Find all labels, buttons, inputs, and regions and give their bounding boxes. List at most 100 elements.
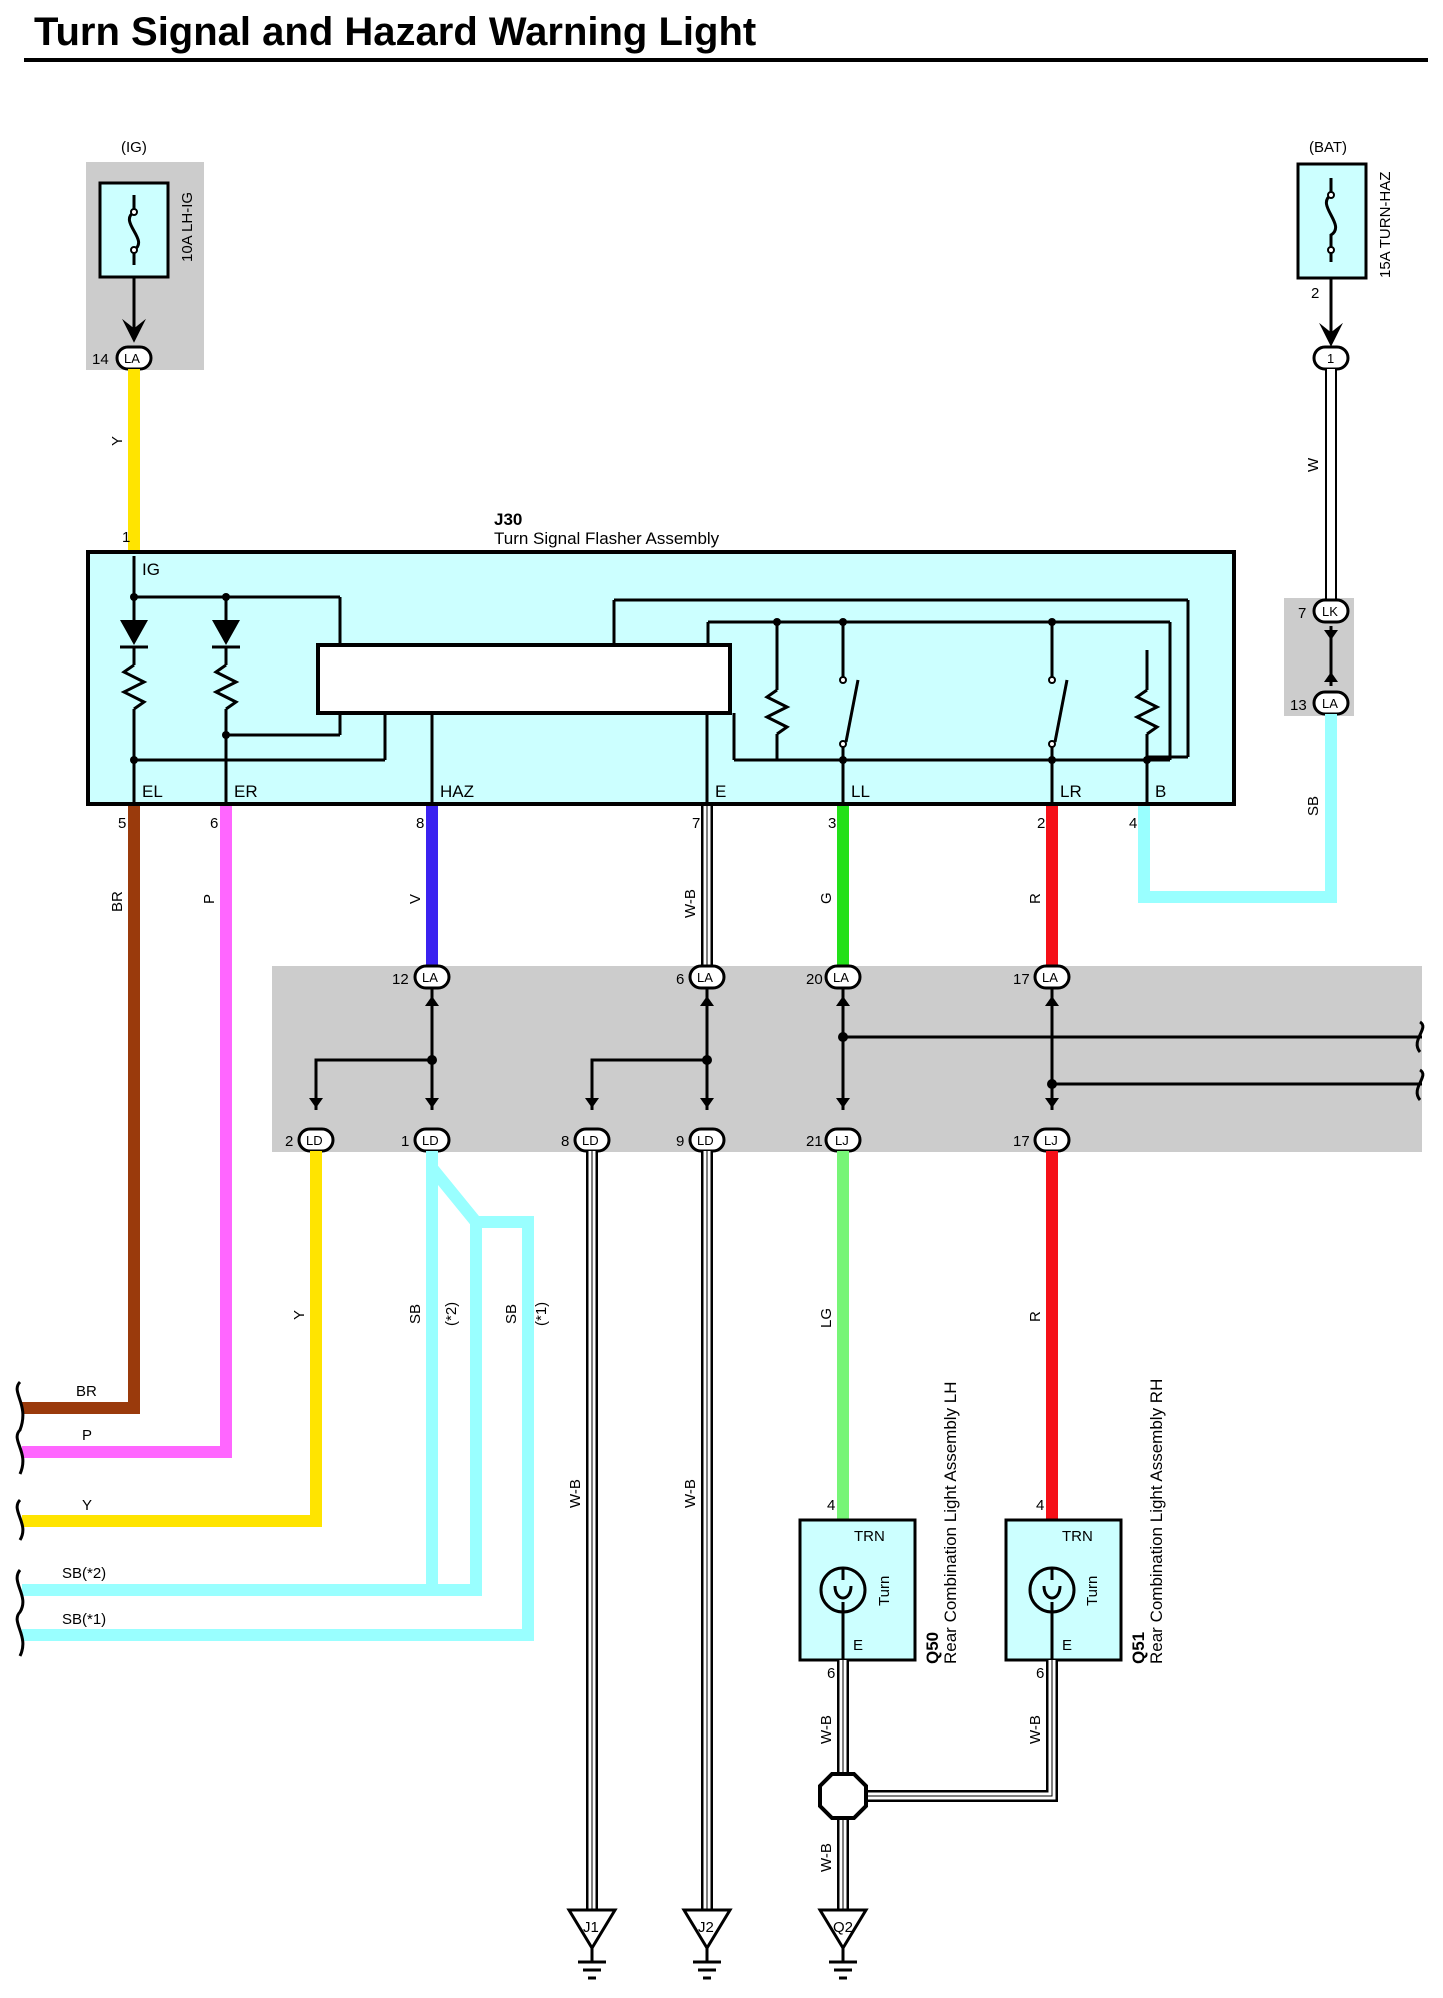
terminal-e: E bbox=[715, 782, 726, 801]
svg-text:Q2: Q2 bbox=[833, 1919, 853, 1936]
lamp-q51-id: Q51 bbox=[1129, 1632, 1148, 1664]
junction-arrows bbox=[309, 996, 1059, 1108]
flasher-id: J30 bbox=[494, 510, 522, 529]
wire-e-label: W-B bbox=[682, 889, 699, 918]
terminal-er: ER bbox=[234, 782, 258, 801]
svg-text:LA: LA bbox=[1322, 696, 1338, 711]
svg-text:(*1): (*1) bbox=[533, 1302, 550, 1326]
svg-text:LA: LA bbox=[124, 351, 140, 366]
wire-lr-label: R bbox=[1027, 893, 1044, 904]
svg-text:W-B: W-B bbox=[682, 1479, 699, 1508]
svg-text:7: 7 bbox=[1298, 605, 1306, 622]
svg-text:1: 1 bbox=[1327, 351, 1334, 366]
wire-q51-ground bbox=[843, 1660, 1056, 1800]
svg-text:7: 7 bbox=[692, 815, 700, 832]
svg-text:20: 20 bbox=[806, 971, 823, 988]
svg-text:LG: LG bbox=[818, 1308, 835, 1328]
ground-j2: J2 bbox=[681, 1908, 733, 1980]
lamp-q50-id: Q50 bbox=[923, 1632, 942, 1664]
svg-text:6: 6 bbox=[1036, 1665, 1044, 1682]
svg-text:4: 4 bbox=[827, 1497, 835, 1514]
flasher-junction-dots bbox=[130, 593, 1151, 764]
flasher-diode-er bbox=[212, 620, 240, 645]
svg-text:(*2): (*2) bbox=[443, 1302, 460, 1326]
lamp-q51-box bbox=[1004, 1518, 1123, 1662]
svg-text:Turn: Turn bbox=[876, 1576, 893, 1606]
svg-text:Turn: Turn bbox=[1084, 1576, 1101, 1606]
svg-text:LA: LA bbox=[422, 970, 438, 985]
svg-text:5: 5 bbox=[118, 815, 126, 832]
svg-text:LD: LD bbox=[582, 1133, 599, 1148]
svg-text:LA: LA bbox=[697, 970, 713, 985]
ground-j1: J1 bbox=[566, 1908, 618, 1980]
ig-fuse-label: 10A LH-IG bbox=[179, 192, 196, 262]
svg-text:E: E bbox=[1062, 1637, 1072, 1654]
ig-supply-label: (IG) bbox=[121, 139, 147, 156]
ground-q2: Q2 bbox=[817, 1908, 869, 1980]
svg-text:LJ: LJ bbox=[835, 1133, 849, 1148]
wire-sb-2 bbox=[22, 1216, 534, 1641]
svg-text:TRN: TRN bbox=[854, 1528, 885, 1545]
wire-break-marks bbox=[15, 1380, 25, 1657]
left-exit-sb2: SB(*2) bbox=[62, 1565, 106, 1582]
wire-ig-label: Y bbox=[109, 436, 126, 446]
svg-text:8: 8 bbox=[561, 1133, 569, 1150]
svg-text:J1: J1 bbox=[583, 1919, 599, 1936]
wire-haz-label: V bbox=[407, 894, 424, 904]
svg-text:1: 1 bbox=[401, 1133, 409, 1150]
svg-text:W-B: W-B bbox=[818, 1715, 835, 1744]
lamp-q50-name: Rear Combination Light Assembly LH bbox=[941, 1381, 960, 1664]
svg-text:17: 17 bbox=[1013, 1133, 1030, 1150]
terminal-lr: LR bbox=[1060, 782, 1082, 801]
svg-text:LA: LA bbox=[833, 970, 849, 985]
svg-text:LJ: LJ bbox=[1044, 1133, 1058, 1148]
bat-fuse-pin: 2 bbox=[1311, 285, 1319, 302]
wire-bat-label: W bbox=[1305, 457, 1322, 472]
lamp-q50-box bbox=[798, 1518, 917, 1662]
svg-text:LD: LD bbox=[306, 1133, 323, 1148]
left-exit-sb1: SB(*1) bbox=[62, 1611, 106, 1628]
wire-ll-label: G bbox=[818, 892, 835, 904]
svg-text:21: 21 bbox=[806, 1133, 823, 1150]
ground-splice bbox=[818, 1772, 868, 1820]
wire-bat-sb-label: SB bbox=[1305, 796, 1322, 816]
flasher-ig-label: IG bbox=[142, 560, 160, 579]
svg-text:13: 13 bbox=[1290, 697, 1307, 714]
svg-text:17: 17 bbox=[1013, 971, 1030, 988]
page-title: Turn Signal and Hazard Warning Light bbox=[34, 10, 756, 54]
left-exit-p: P bbox=[82, 1427, 92, 1444]
svg-text:SB: SB bbox=[503, 1304, 520, 1324]
svg-text:SB: SB bbox=[407, 1304, 424, 1324]
svg-text:9: 9 bbox=[676, 1133, 684, 1150]
svg-text:E: E bbox=[853, 1637, 863, 1654]
junction-internal-wiring bbox=[314, 988, 1425, 1110]
svg-text:3: 3 bbox=[828, 815, 836, 832]
svg-text:R: R bbox=[1027, 1311, 1044, 1322]
wire-b-sb bbox=[1138, 714, 1337, 903]
svg-text:2: 2 bbox=[285, 1133, 293, 1150]
terminal-haz: HAZ bbox=[440, 782, 474, 801]
svg-text:8: 8 bbox=[416, 815, 424, 832]
svg-text:6: 6 bbox=[210, 815, 218, 832]
terminal-ll: LL bbox=[851, 782, 870, 801]
bat-connector-lk bbox=[1312, 598, 1350, 624]
bat-supply-label: (BAT) bbox=[1309, 139, 1347, 156]
junction-block-shade bbox=[272, 966, 1422, 1152]
terminal-el: EL bbox=[142, 782, 163, 801]
wire-y bbox=[22, 1151, 322, 1527]
svg-text:4: 4 bbox=[1036, 1497, 1044, 1514]
svg-text:LK: LK bbox=[1322, 604, 1338, 619]
wire-el-br bbox=[22, 806, 140, 1414]
svg-text:LD: LD bbox=[697, 1133, 714, 1148]
svg-text:W-B: W-B bbox=[1027, 1715, 1044, 1744]
svg-text:4: 4 bbox=[1129, 815, 1137, 832]
left-exit-y: Y bbox=[82, 1497, 92, 1514]
terminal-b: B bbox=[1155, 782, 1166, 801]
flasher-diode-el bbox=[120, 620, 148, 645]
left-exit-br: BR bbox=[76, 1383, 97, 1400]
svg-text:W-B: W-B bbox=[567, 1479, 584, 1508]
wire-q51-ground-outline bbox=[843, 1660, 1058, 1802]
svg-text:TRN: TRN bbox=[1062, 1528, 1093, 1545]
wire-er-label: P bbox=[201, 894, 218, 904]
bat-fuse-label: 15A TURN-HAZ bbox=[1377, 172, 1394, 278]
